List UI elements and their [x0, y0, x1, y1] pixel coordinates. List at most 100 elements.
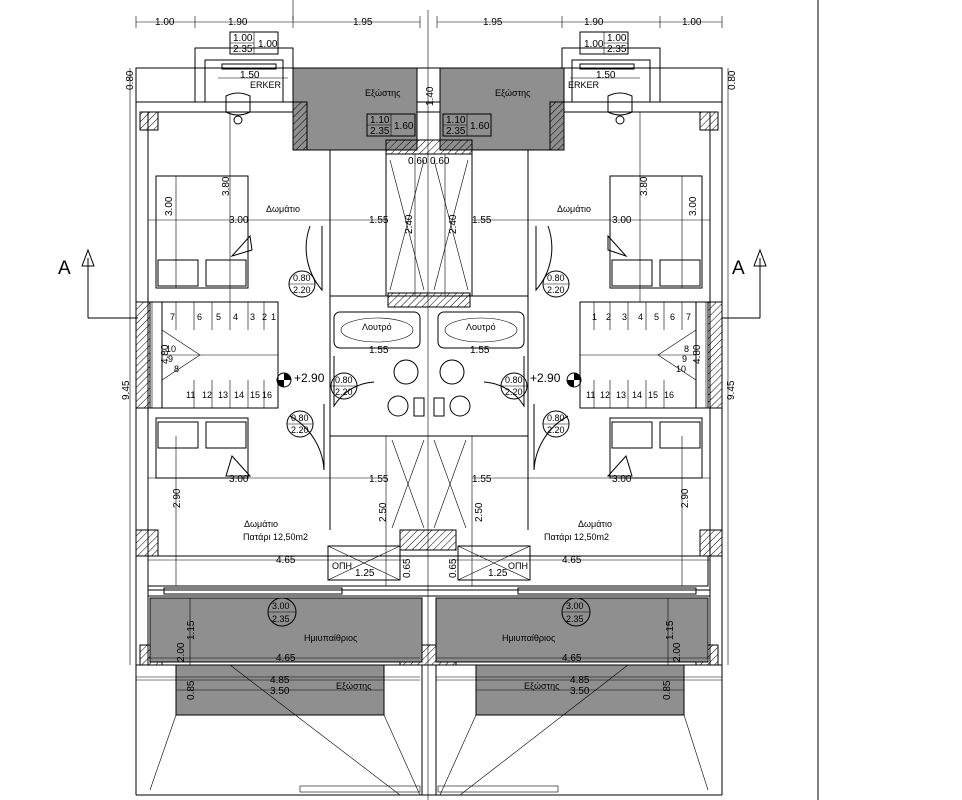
dim-top-right-3: 1.00: [682, 17, 702, 28]
svg-text:2.40: 2.40: [404, 214, 415, 234]
svg-text:0.80: 0.80: [727, 70, 738, 90]
svg-text:1.55: 1.55: [472, 474, 492, 485]
chair-right: [607, 92, 633, 125]
level-mark-left: +2.90: [276, 371, 325, 388]
svg-text:3.00: 3.00: [612, 474, 632, 485]
svg-text:2.20: 2.20: [505, 387, 523, 397]
svg-text:3: 3: [622, 312, 627, 322]
svg-text:4: 4: [233, 312, 238, 322]
svg-text:9.45: 9.45: [726, 380, 737, 400]
svg-text:5: 5: [654, 312, 659, 322]
interior-dimensions: [129, 68, 729, 691]
svg-text:3.80: 3.80: [221, 176, 232, 196]
svg-text:3.00: 3.00: [164, 196, 175, 216]
svg-text:3.00: 3.00: [229, 474, 249, 485]
erker-right-label: ERKER: [568, 80, 600, 90]
svg-text:0.60: 0.60: [430, 156, 450, 167]
svg-text:15: 15: [648, 390, 658, 400]
svg-text:0.80: 0.80: [335, 375, 353, 385]
svg-text:3.00: 3.00: [612, 215, 632, 226]
svg-text:2.35: 2.35: [272, 614, 290, 624]
svg-text:0.80: 0.80: [505, 375, 523, 385]
door-tag-4: 0.80 2.20: [500, 372, 528, 400]
svg-text:15: 15: [250, 390, 260, 400]
svg-text:2.20: 2.20: [291, 425, 309, 435]
svg-text:7: 7: [686, 312, 691, 322]
svg-text:+2.90: +2.90: [294, 371, 325, 385]
svg-text:1.00: 1.00: [258, 39, 278, 50]
svg-text:3.00: 3.00: [688, 196, 699, 216]
svg-text:8: 8: [174, 364, 179, 374]
door-swings: [289, 225, 569, 471]
bathroom-left-label: Λουτρό: [362, 322, 392, 332]
svg-text:1.00: 1.00: [233, 33, 253, 44]
svg-text:13: 13: [616, 390, 626, 400]
balcony-bottom-left-label: Εξώστης: [336, 681, 372, 691]
yard-lines: [135, 664, 723, 796]
top-dimension-chain: 1.00 1.90 1.95 1.95 1.90 1.00: [135, 16, 723, 28]
svg-text:2.20: 2.20: [547, 425, 565, 435]
svg-text:2: 2: [606, 312, 611, 322]
svg-text:0.80: 0.80: [125, 70, 136, 90]
semi-open-space-right: [435, 597, 709, 663]
room-bottom-right-label: Δωμάτιο: [578, 519, 612, 529]
svg-text:2.50: 2.50: [378, 502, 389, 522]
room-top-left-label: Δωμάτιο: [266, 204, 300, 214]
bed-top-left: [155, 175, 253, 289]
svg-text:5: 5: [216, 312, 221, 322]
svg-text:12: 12: [202, 390, 212, 400]
balcony-right-window-tag: 1.10 2.35 1.60: [442, 113, 492, 137]
stair-left: [161, 301, 279, 409]
svg-text:1.55: 1.55: [369, 474, 389, 485]
bed-bottom-left: [155, 417, 252, 479]
svg-text:2.35: 2.35: [607, 44, 627, 55]
room-bottom-left-label: Δωμάτιο: [244, 519, 278, 529]
bed-top-right: [607, 175, 703, 289]
svg-text:2: 2: [262, 312, 267, 322]
svg-text:2.35: 2.35: [446, 126, 466, 137]
svg-text:0.85: 0.85: [186, 680, 197, 700]
svg-text:2.00: 2.00: [176, 642, 187, 662]
balcony-top-right-label: Εξώστης: [495, 88, 531, 98]
svg-text:+2.90: +2.90: [530, 371, 561, 385]
svg-text:12: 12: [600, 390, 610, 400]
balcony-top-left: [292, 67, 418, 151]
door-tag-3: 0.802.20: [330, 372, 358, 400]
svg-text:4.65: 4.65: [276, 653, 296, 664]
loft-left-label: Πατάρι 12,50m2: [243, 532, 308, 542]
section-mark-left: A: [58, 248, 138, 319]
svg-text:2.20: 2.20: [547, 285, 565, 295]
erker-left-width: 1.50: [240, 70, 260, 81]
svg-text:2.00: 2.00: [672, 642, 683, 662]
svg-text:0.85: 0.85: [662, 680, 673, 700]
svg-text:1.00: 1.00: [584, 39, 604, 50]
door-tag-5: 0.802.20: [286, 410, 314, 438]
svg-text:11: 11: [586, 390, 595, 400]
level-mark-right: +2.90: [530, 371, 582, 388]
balcony-top-right: [439, 67, 565, 151]
svg-text:9.45: 9.45: [121, 380, 132, 400]
semi-open-space-left: [149, 597, 423, 663]
balcony-bottom-right-label: Εξώστης: [524, 681, 560, 691]
svg-text:3.50: 3.50: [570, 686, 590, 697]
svg-text:3.80: 3.80: [639, 176, 650, 196]
svg-text:2.40: 2.40: [448, 214, 459, 234]
svg-text:1.15: 1.15: [186, 620, 197, 640]
svg-text:4.80: 4.80: [160, 344, 171, 364]
svg-text:14: 14: [632, 390, 642, 400]
rear-door-tag-right: 3.002.35: [561, 597, 591, 627]
svg-text:2.35: 2.35: [370, 126, 390, 137]
svg-text:16: 16: [664, 390, 674, 400]
svg-text:14: 14: [234, 390, 244, 400]
stair-right: [579, 301, 697, 409]
svg-text:0.80: 0.80: [547, 273, 565, 283]
svg-text:13: 13: [218, 390, 228, 400]
bathroom-right-label: Λουτρό: [466, 322, 496, 332]
svg-text:1.25: 1.25: [355, 568, 375, 579]
chair-left: [225, 92, 251, 125]
svg-text:3.00: 3.00: [272, 601, 290, 611]
svg-text:1.55: 1.55: [369, 215, 389, 226]
svg-text:3.00: 3.00: [229, 215, 249, 226]
svg-text:2.90: 2.90: [172, 488, 183, 508]
svg-text:9: 9: [168, 354, 173, 364]
